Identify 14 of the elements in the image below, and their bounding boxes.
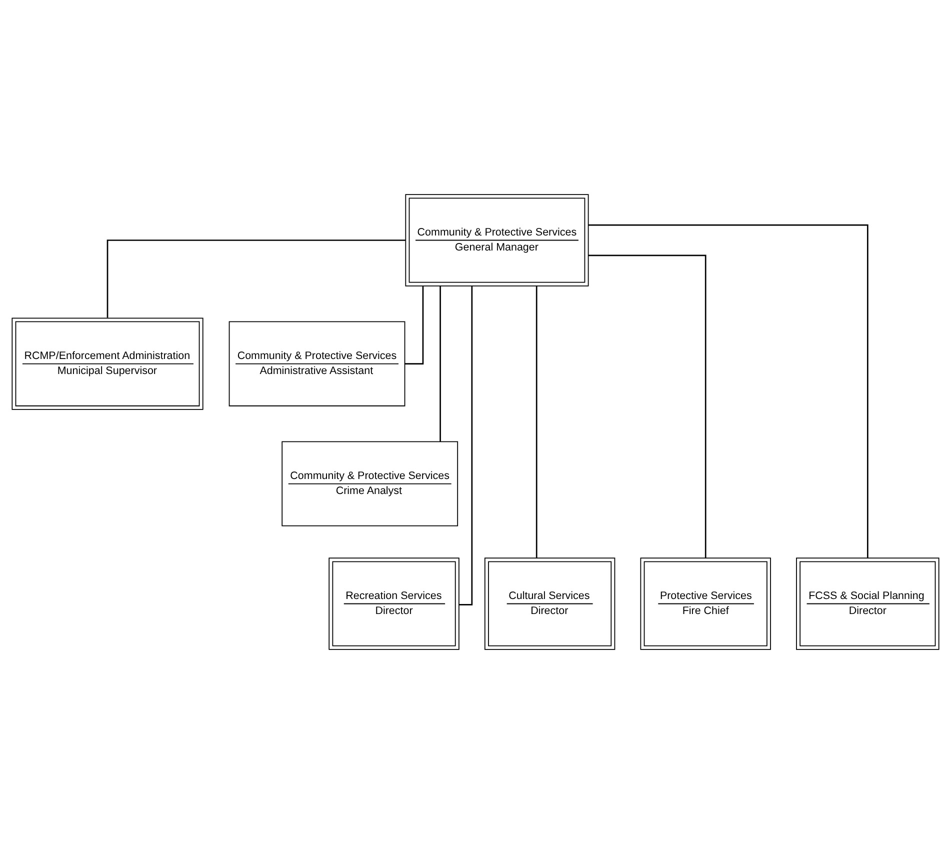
node-box: Community & Protective Services Crime Analyst	[282, 440, 458, 526]
connector	[106, 239, 406, 318]
node-box: RCMP/Enforcement Administration Municipal Supervisor	[12, 317, 204, 410]
node-box: Community & Protective Services General Manager	[405, 194, 589, 286]
connector	[588, 224, 868, 558]
connector	[588, 254, 706, 558]
node-box: Recreation Services Director	[328, 557, 460, 650]
connector	[440, 286, 441, 441]
node-box: Cultural Services Director	[484, 557, 616, 650]
connector	[536, 285, 538, 558]
node-box: FCSS & Social Planning Director	[796, 557, 940, 650]
node-box: Protective Services Fire Chief	[640, 557, 771, 650]
connector	[405, 286, 424, 364]
node-box: Community & Protective Services Administrative Assistant	[228, 320, 406, 406]
